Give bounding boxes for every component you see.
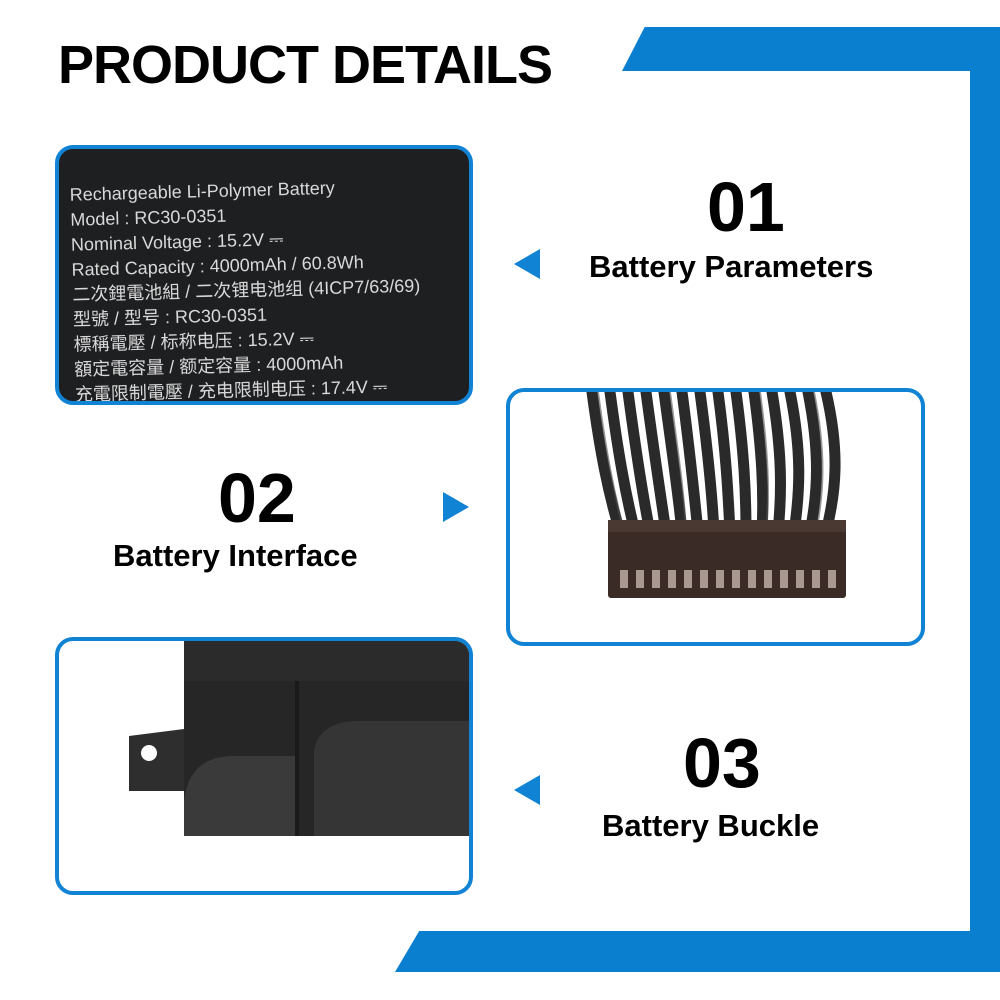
connector-cable-drawing xyxy=(586,392,846,598)
blue-frame-bottom xyxy=(395,931,1000,972)
pointer-arrow-left-icon xyxy=(514,249,540,279)
feature-caption: Battery Buckle xyxy=(602,808,820,843)
pointer-arrow-left-icon xyxy=(514,775,540,805)
feature-number: 03 xyxy=(683,724,761,802)
battery-connector-image xyxy=(506,388,925,646)
pointer-arrow-right-icon xyxy=(443,492,469,522)
feature-caption: Battery Interface xyxy=(113,538,358,573)
feature-number: 02 xyxy=(218,459,296,537)
battery-label-text: Rechargeable Li-Polymer Battery Model : … xyxy=(59,159,434,401)
feature-caption: Battery Parameters xyxy=(589,249,874,284)
battery-buckle-drawing xyxy=(129,641,469,836)
battery-buckle-image xyxy=(55,637,473,895)
blue-frame-right xyxy=(970,27,1000,972)
blue-frame-top xyxy=(622,27,1000,71)
feature-number: 01 xyxy=(707,168,785,246)
page-title: PRODUCT DETAILS xyxy=(58,35,553,95)
battery-label-image: Rechargeable Li-Polymer Battery Model : … xyxy=(55,145,473,405)
